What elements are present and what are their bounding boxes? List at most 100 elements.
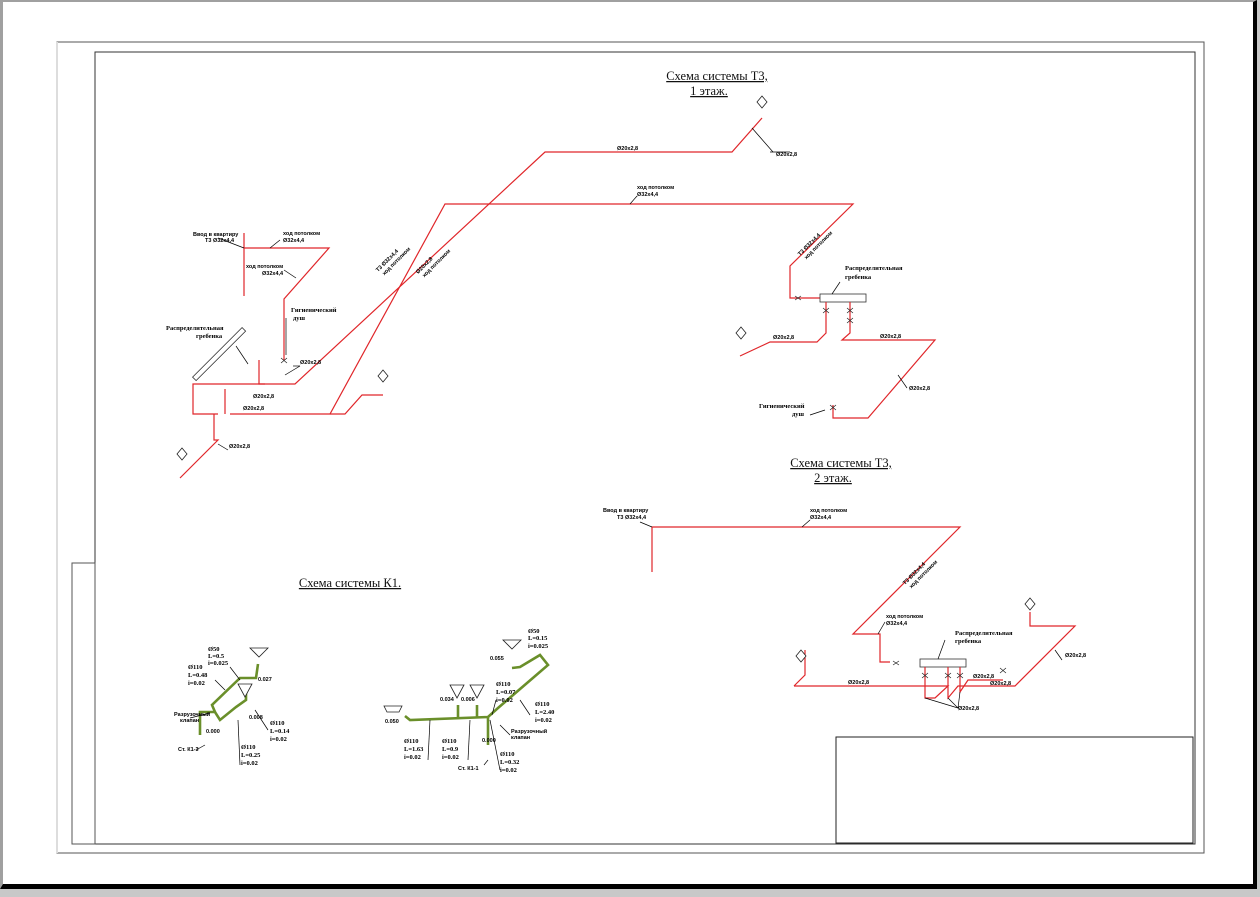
valve-icon: [956, 672, 964, 679]
label-d110: Ø110: [404, 738, 418, 745]
valve-icon: [999, 667, 1007, 674]
toilet-icon: [449, 684, 465, 699]
valve-icon: [921, 672, 929, 679]
valve-icon: [280, 357, 288, 364]
fixture-icons: [795, 597, 1036, 663]
leader-lines: [217, 127, 908, 451]
label-slope: i=0.02: [535, 717, 552, 724]
valve-icons: [280, 295, 854, 411]
label-d110: Ø110: [241, 744, 255, 751]
label-length: L=0.5: [208, 653, 225, 660]
pipe-to-heater[interactable]: [330, 394, 383, 415]
label-under-ceiling-2: Ø32х4,4: [886, 621, 908, 627]
label-hygienic-shower-2: душ: [293, 315, 306, 322]
label-slope: i=0.02: [241, 760, 258, 767]
sink-icon: [249, 647, 269, 658]
label-cleanout: Разрузочный: [511, 728, 547, 735]
fixture-icons: [383, 639, 522, 713]
label-riser-in: Ввод в квартиру: [193, 232, 239, 238]
label-length: L=1.63: [404, 746, 424, 753]
label-riser: Ст. К1-1: [458, 766, 479, 772]
label-d20: Ø20х2,8: [880, 334, 901, 340]
pipe-lower-left[interactable]: [179, 414, 220, 479]
label-d110: Ø110: [535, 701, 549, 708]
label-manifold: Распределительная: [955, 630, 1013, 637]
label-slope: i=0.025: [528, 643, 549, 650]
pipe-right-left-run[interactable]: [739, 302, 827, 357]
manifold-floor2[interactable]: [919, 658, 967, 668]
fixture-icon: [377, 369, 389, 383]
label-d110: Ø110: [188, 664, 202, 671]
label-riser-in-2: Т3 Ø32х4,4: [617, 515, 647, 521]
label-riser-in: Ввод в квартиру: [603, 508, 649, 514]
valve-icon: [846, 307, 854, 314]
valve-icon: [829, 404, 837, 411]
label-d20: Ø20х2,8: [773, 335, 794, 341]
label-cleanout: Разрузочный: [174, 711, 210, 718]
label-d20: Ø20х2,8: [990, 681, 1011, 687]
label-top-run: Ø20х2,8: [617, 146, 638, 152]
label-hygienic-shower-2: душ: [792, 411, 805, 418]
label-cleanout-2: клапан: [511, 735, 530, 741]
fixture-icon: [756, 95, 768, 109]
fixture-icon: [795, 649, 807, 663]
valve-icon: [846, 317, 854, 324]
subtitle-t3-floor2: 2 этаж.: [814, 471, 852, 485]
label-level: 0.006: [461, 697, 475, 703]
label-level: 0.000: [482, 738, 496, 744]
label-d20: Ø20х2,8: [229, 444, 250, 450]
title-t3-floor1: Схема системы Т3,: [666, 69, 768, 83]
pipe-right-loop[interactable]: [832, 302, 937, 419]
pipe-branch[interactable]: [258, 360, 265, 385]
pipe-floor2-main[interactable]: [651, 526, 962, 663]
label-slope: i=0.025: [208, 660, 229, 667]
sewer-pipe[interactable]: [404, 653, 550, 722]
fixture-icon: [1024, 597, 1036, 611]
label-d110: Ø110: [270, 720, 284, 727]
pipe-top-run[interactable]: [192, 117, 763, 415]
leader-lines: [639, 519, 1063, 709]
label-under-ceiling: ход потолком: [246, 264, 283, 270]
leader-lines: [189, 666, 269, 766]
t3-floor1-scheme: Ввод в квартиру Т3 Ø32х4,4 ход потолком …: [166, 95, 937, 479]
label-length: L=0.15: [528, 635, 548, 642]
label-mid-run-2: Ø32х4,4: [637, 192, 659, 198]
toilet-icon: [469, 684, 485, 699]
manifold-left[interactable]: [192, 327, 247, 382]
pipe-floor2-branch[interactable]: [959, 667, 1003, 694]
label-d20: Ø20х2,8: [958, 706, 979, 712]
label-length: L=0.25: [241, 752, 261, 759]
label-riser: Ст. К1-3: [178, 747, 199, 753]
label-slope: i=0.02: [270, 736, 287, 743]
label-d20: Ø20х2,8: [848, 680, 869, 686]
fixture-icon: [176, 447, 188, 461]
label-under-ceiling: ход потолком: [283, 231, 320, 237]
label-d50: Ø50: [208, 646, 220, 653]
label-d110: Ø110: [496, 681, 510, 688]
label-under-ceiling: ход потолком: [886, 614, 923, 620]
label-right-manifold-2: гребенка: [845, 274, 872, 281]
label-d50: Ø50: [528, 628, 540, 635]
pipe-floor2-left-run[interactable]: [794, 667, 950, 699]
label-d20: Ø20х2,8: [909, 386, 930, 392]
manifold-right[interactable]: [819, 293, 867, 303]
subtitle-t3-floor1: 1 этаж.: [690, 84, 728, 98]
label-manifold-2: гребенка: [196, 333, 223, 340]
pipe-floor2-heater[interactable]: [793, 650, 806, 687]
side-stamp: [71, 562, 96, 845]
bath-icon: [383, 705, 403, 713]
sheet-frame: [56, 41, 1205, 854]
pipe-floor2-right-run[interactable]: [947, 612, 1077, 700]
sewer-pipe-upper[interactable]: [210, 663, 260, 713]
valve-icon: [794, 295, 802, 301]
inner-frame: [94, 51, 1196, 845]
valve-icons: [892, 660, 1007, 679]
k1-right-scheme: Ø50 L=0.15 i=0.025 0.055 0.034 0.006 0.0…: [383, 628, 554, 774]
sewer-pipe[interactable]: [198, 688, 248, 735]
label-length: L=2.40: [535, 709, 554, 716]
pipe-under-ceiling[interactable]: [244, 247, 331, 360]
label-d20: Ø20х2,8: [973, 674, 994, 680]
label-d20: Ø20х2,8: [253, 394, 274, 400]
